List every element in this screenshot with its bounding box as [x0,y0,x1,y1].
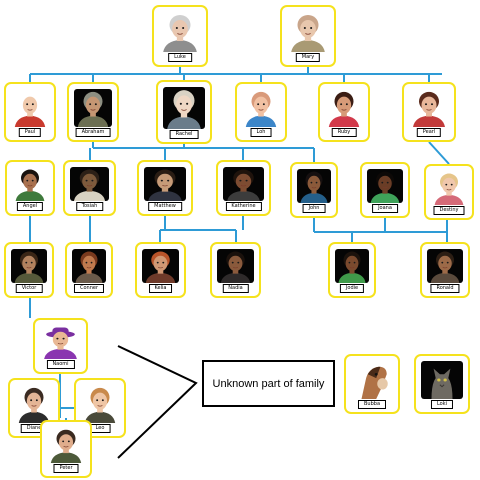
person-name-label: Rachel [169,130,199,139]
portrait-image [11,89,49,127]
person-card: Naomi [33,318,88,374]
portrait-image [367,169,403,203]
person-card: Mary [280,5,336,67]
person-card: Jodie [328,242,376,298]
portrait-image [142,249,179,283]
person-card: Rachel [156,80,212,144]
person-name-label: Abraham [75,128,111,137]
portrait-image [159,12,201,52]
person-name-label: Angel [16,202,44,211]
person-name-label: Destiny [433,206,465,215]
portrait-image [351,361,393,399]
portrait-image [427,249,463,283]
person-card: Katherine [216,160,271,216]
person-card: Matthew [137,160,193,216]
person-card: Bubba [344,354,400,414]
person-name-label: Conner [73,284,105,293]
portrait-image [74,89,112,127]
portrait-image [287,12,329,52]
person-card: Paul [4,82,56,142]
person-card: Conner [65,242,113,298]
person-name-label: Ronald [430,284,460,293]
portrait-image [431,171,467,205]
person-card: Destiny [424,164,474,220]
portrait-image [217,249,254,283]
person-name-label: Tosiah [75,202,104,211]
portrait-image [81,385,119,423]
person-card: Tosiah [63,160,116,216]
portrait-image [325,89,363,127]
person-card: Kelia [135,242,186,298]
portrait-image [297,169,331,203]
person-name-label: Naomi [46,360,75,369]
portrait-image [223,167,264,201]
person-card: Luke [152,5,208,67]
portrait-image [40,325,81,359]
person-name-label: Bubba [357,400,387,409]
person-name-label: Nadia [222,284,249,293]
person-name-label: John [302,204,326,213]
person-name-label: Paul [18,128,42,137]
person-card: Angel [5,160,55,216]
person-name-label: Katherine [225,202,262,211]
person-card: Pearl [402,82,456,142]
portrait-image [12,167,48,201]
portrait-image [421,361,463,399]
portrait-image [70,167,109,201]
portrait-image [144,167,186,201]
portrait-image [409,89,449,127]
portrait-image [335,249,369,283]
portrait-image [242,89,280,127]
person-card: Ronald [420,242,470,298]
person-name-label: Leo [89,424,111,433]
person-name-label: Joana [372,204,398,213]
person-card: Loki [414,354,470,414]
portrait-image [72,249,106,283]
person-name-label: Jodie [339,284,365,293]
person-card: Loh [235,82,287,142]
portrait-image [15,385,53,423]
person-name-label: Ruby [331,128,357,137]
person-name-label: Peter [53,464,79,473]
person-name-label: Luke [168,53,192,62]
bracket-arrow [117,345,198,459]
person-card: Peter [40,420,92,478]
person-card: John [290,162,338,218]
person-card: Joana [360,162,410,218]
portrait-image [47,427,85,463]
person-name-label: Kelia [148,284,173,293]
person-card: Victor [4,242,54,298]
connector-line [428,141,450,165]
person-card: Abraham [67,82,119,142]
person-card: Nadia [210,242,261,298]
person-name-label: Pearl [416,128,442,137]
person-name-label: Loh [250,128,272,137]
unknown-family-note: Unknown part of family [202,360,335,407]
portrait-image [163,87,205,129]
person-name-label: Victor [15,284,43,293]
person-name-label: Mary [295,53,321,62]
portrait-image [11,249,47,283]
person-name-label: Matthew [148,202,182,211]
person-name-label: Loki [430,400,454,409]
person-card: Ruby [318,82,370,142]
